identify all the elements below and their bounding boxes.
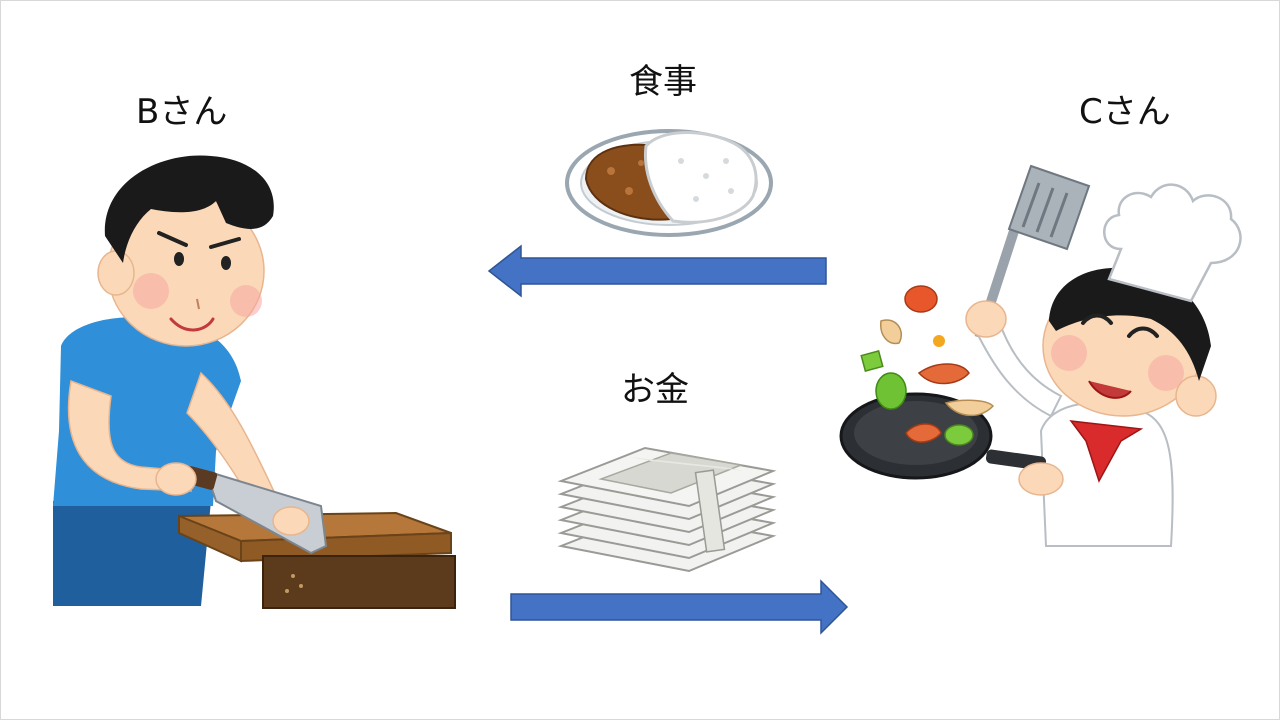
- person-b-label: Bさん: [136, 92, 228, 132]
- curry-rice-icon: [565, 129, 773, 237]
- person-b-illustration: [53, 155, 456, 609]
- meal-arrow: [487, 244, 827, 298]
- money-arrow: [510, 579, 849, 635]
- person-c-label: Cさん: [1079, 92, 1171, 132]
- person-c-illustration: [839, 164, 1242, 547]
- money-label: お金: [621, 370, 689, 410]
- meal-label: 食事: [629, 62, 697, 102]
- money-bundle-icon: [557, 446, 777, 573]
